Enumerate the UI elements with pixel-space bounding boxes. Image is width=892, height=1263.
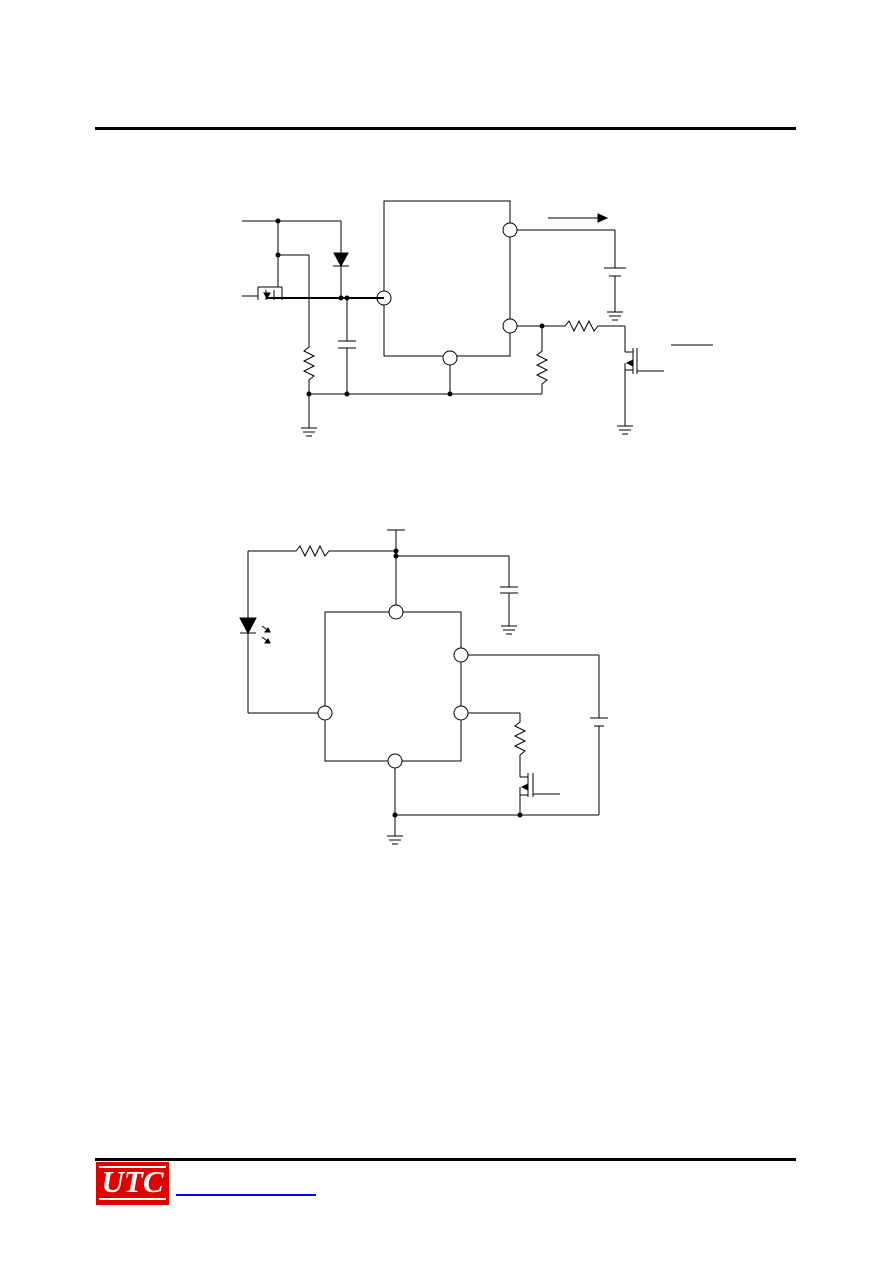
utc-logo: UTC [96, 1162, 169, 1205]
pin-circle [453, 705, 469, 721]
resistor-symbol [302, 344, 316, 394]
logo-text: UTC [101, 1164, 164, 1199]
footer-link-underline[interactable] [176, 1194, 316, 1196]
resistor-symbol [562, 319, 625, 333]
logo-bottom-line [99, 1198, 166, 1200]
circuit-diagram-1 [242, 200, 713, 437]
footer-rule [95, 1158, 796, 1161]
logo-top-line [99, 1166, 166, 1168]
ic-box [324, 611, 462, 762]
pin-circle [388, 604, 404, 620]
diode-symbol [333, 252, 349, 268]
current-arrow-icon [597, 213, 609, 223]
pin-circle [453, 647, 469, 663]
resistor-symbol [535, 348, 549, 394]
led-symbol [239, 617, 257, 635]
circuit-diagram-2 [239, 529, 608, 845]
pin-circle [317, 705, 333, 721]
resistor-symbol [293, 544, 396, 558]
pin-circle [387, 753, 403, 769]
header-rule [95, 127, 796, 130]
resistor-symbol [513, 713, 527, 766]
